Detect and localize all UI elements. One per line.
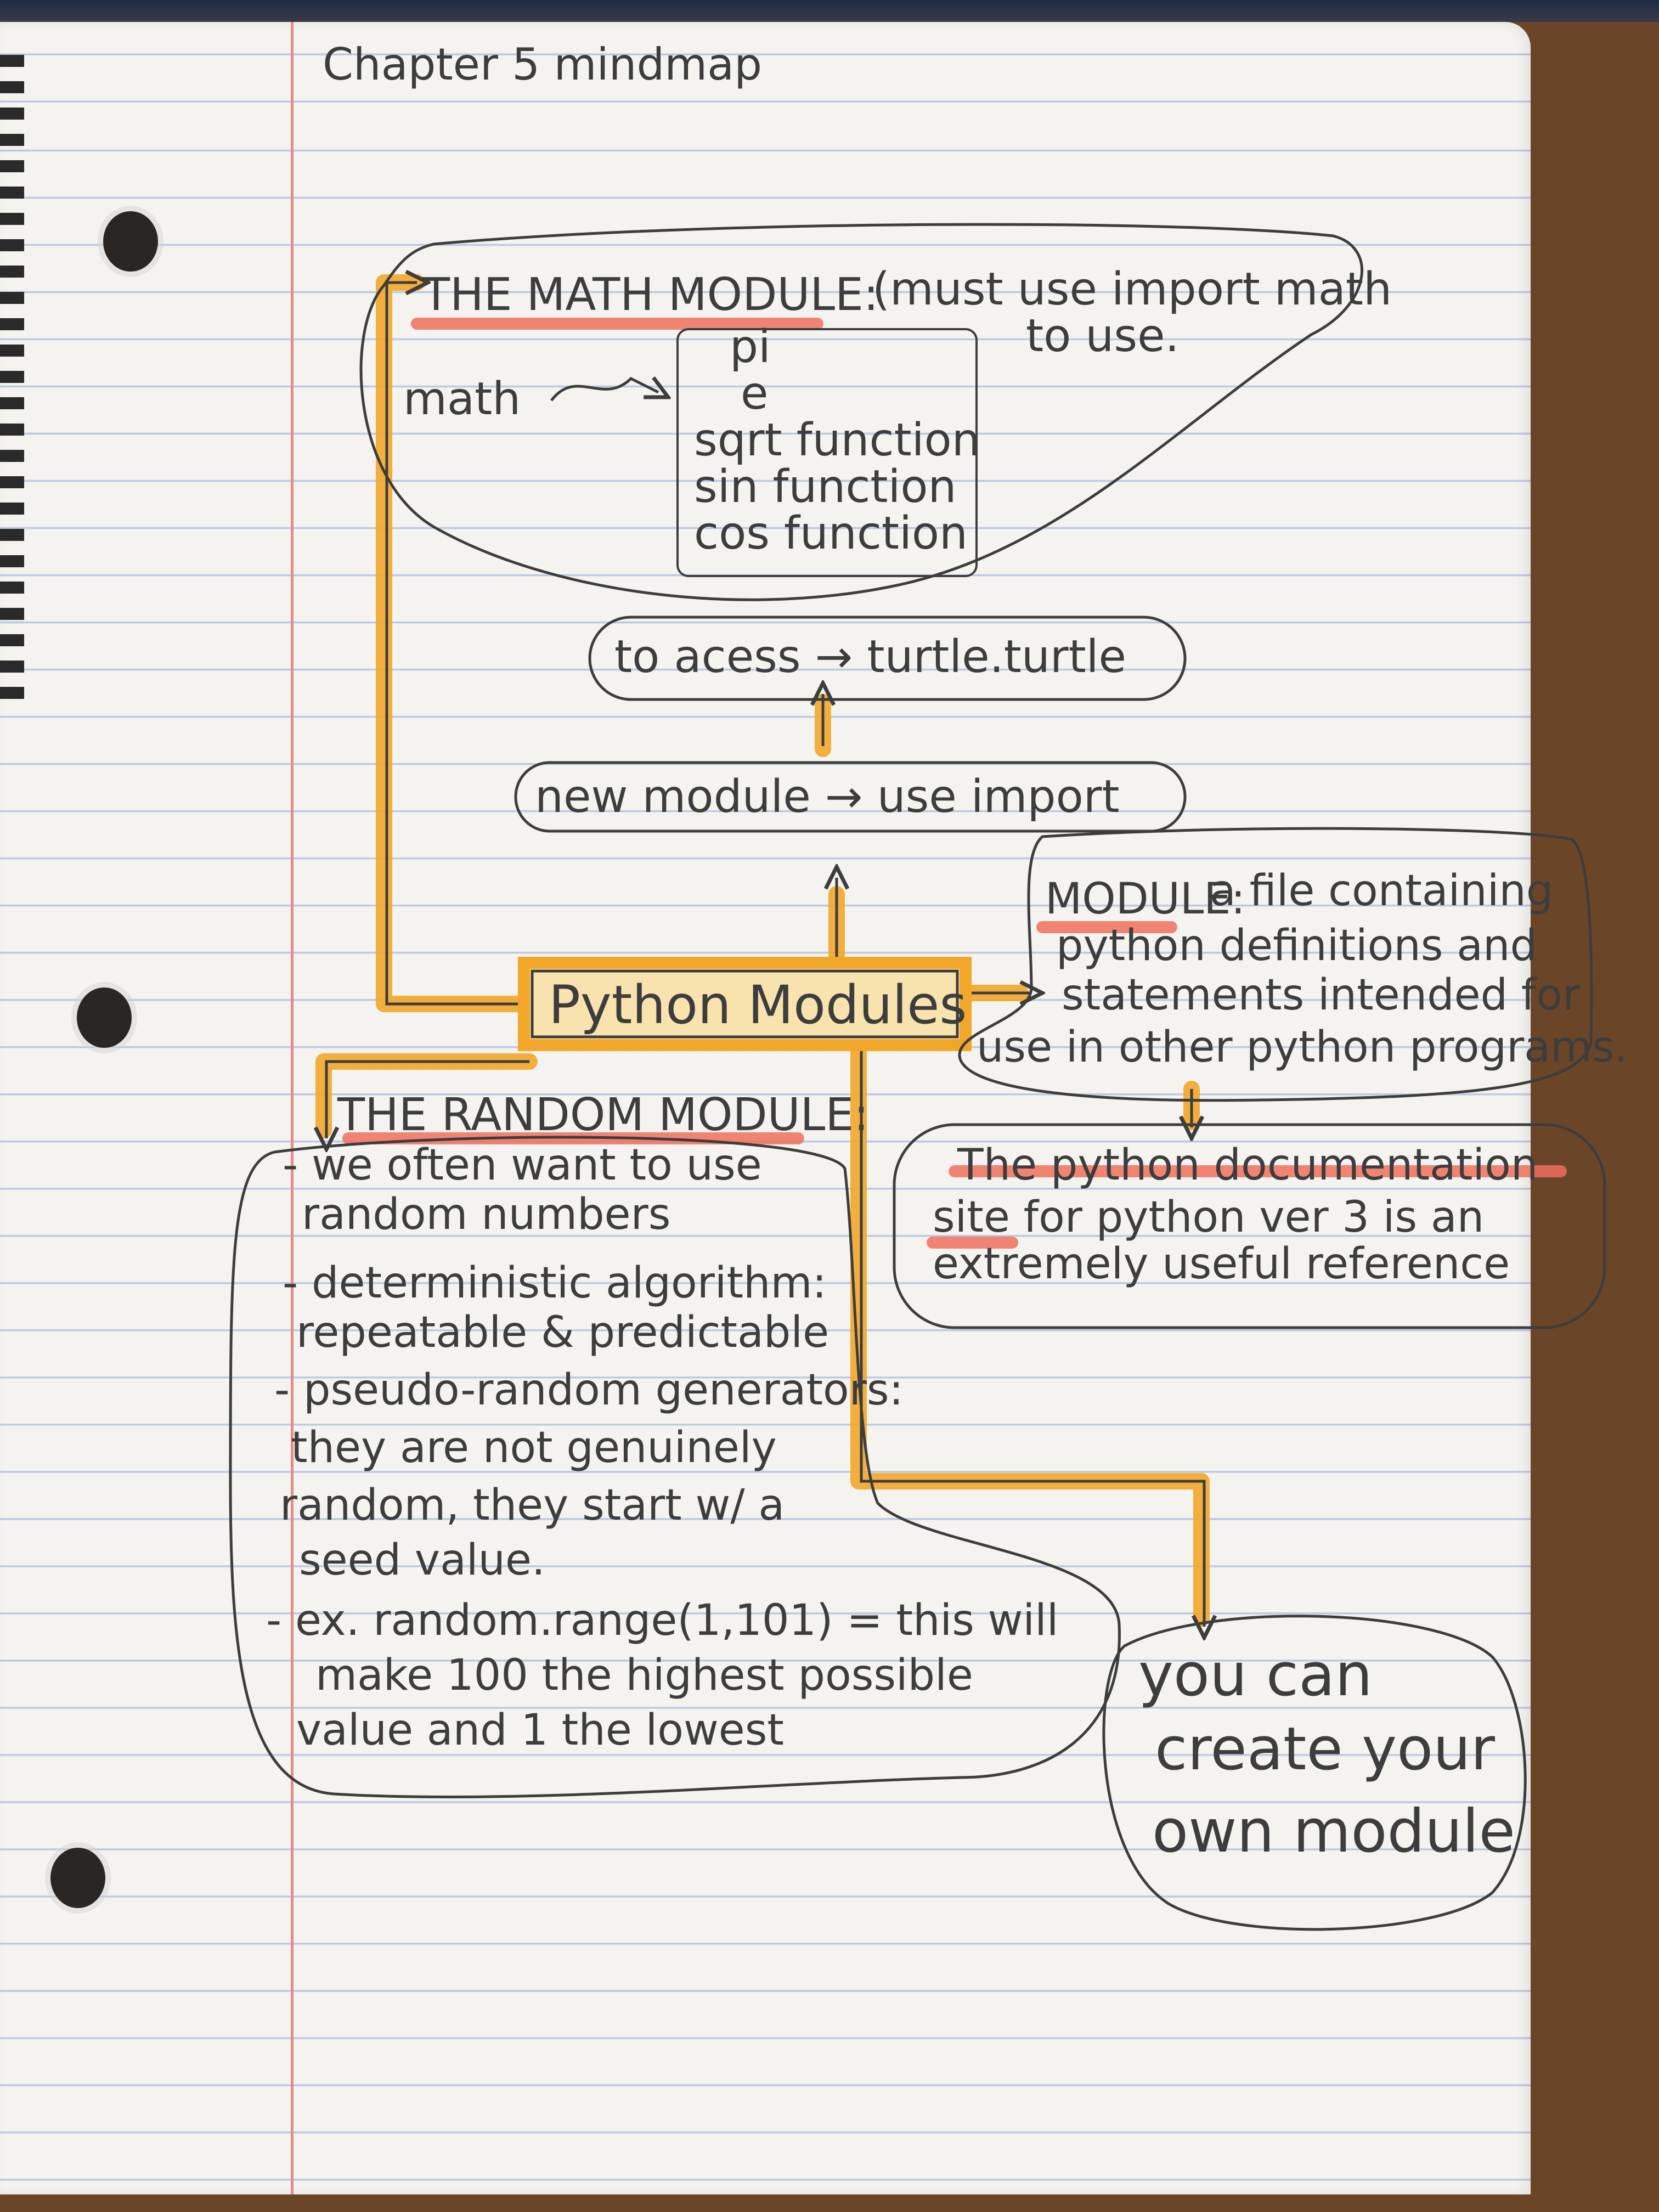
pencil-arrows	[326, 283, 1204, 1627]
random-line-2: random numbers	[302, 1190, 670, 1239]
own-module-line-2: create your	[1155, 1715, 1496, 1784]
math-item-pi: pi	[730, 321, 771, 373]
center-highlight	[518, 957, 972, 1051]
margin-line	[291, 22, 294, 2194]
random-module-bubble: THE RANDOM MODULE: - we often want to us…	[229, 1089, 1121, 1799]
random-module-outline	[229, 1136, 1121, 1799]
random-line-7: random, they start w/ a	[280, 1481, 785, 1530]
import-outline	[514, 761, 1187, 833]
random-line-5: - pseudo-random generators:	[274, 1365, 904, 1415]
desk-background	[0, 0, 1659, 22]
random-line-3: - deterministic algorithm:	[283, 1259, 827, 1308]
own-module-outline	[1102, 1615, 1527, 1931]
math-module-heading: THE MATH MODULE:	[422, 269, 879, 321]
center-node: Python Modules	[518, 957, 972, 1051]
random-line-9: - ex. random.range(1,101) = this will	[266, 1596, 1058, 1645]
random-line-6: they are not genuinely	[291, 1423, 777, 1472]
math-module-outline	[359, 223, 1363, 601]
definition-outline	[958, 827, 1593, 1102]
definition-bubble: MODULE: a file containing python definit…	[958, 827, 1628, 1102]
docs-line-1: The python documentation	[957, 1141, 1538, 1190]
spiral-binding	[0, 55, 24, 702]
math-source-label: math	[403, 373, 521, 425]
import-bubble: new module → use import	[514, 761, 1187, 833]
own-module-line-3: own module	[1152, 1797, 1515, 1866]
random-line-4: repeatable & predictable	[296, 1308, 829, 1357]
random-line-1: - we often want to use	[283, 1141, 762, 1190]
page-title: Chapter 5 mindmap	[323, 39, 762, 90]
math-item-sin: sin function	[694, 461, 957, 513]
math-item-e: e	[741, 368, 768, 420]
math-item-sqrt: sqrt function	[694, 414, 980, 466]
math-module-note-2: to use.	[1026, 310, 1180, 362]
definition-term: MODULE:	[1045, 874, 1245, 924]
math-item-cos: cos function	[694, 507, 968, 560]
math-module-note-1: (must use import math	[872, 263, 1392, 315]
import-text: new module → use import	[535, 771, 1120, 823]
punch-hole-bottom	[50, 1848, 105, 1908]
definition-line-2: python definitions and	[1056, 921, 1537, 970]
random-line-8: seed value.	[299, 1536, 545, 1585]
definition-line-4: use in other python programs.	[977, 1023, 1628, 1072]
turtle-text: to acess → turtle.turtle	[614, 631, 1126, 683]
connector-to-own-module	[850, 1037, 1210, 1627]
definition-line-3: statements intended for	[1062, 970, 1581, 1020]
own-module-bubble: you can create your own module	[1102, 1615, 1527, 1931]
docs-bubble: The python documentation site for python…	[893, 1123, 1606, 1329]
turtle-outline	[588, 616, 1187, 701]
center-outline	[531, 969, 959, 1039]
random-module-heading: THE RANDOM MODULE:	[337, 1089, 869, 1141]
random-line-10: make 100 the highest possible	[315, 1651, 973, 1700]
notebook-page	[0, 22, 1531, 2194]
squiggle-arrow-icon	[550, 379, 658, 402]
punch-hole-middle	[77, 988, 132, 1048]
docs-outline	[893, 1123, 1606, 1329]
definition-line-1: a file containing	[1210, 866, 1553, 916]
arrow-to-math-module	[385, 283, 518, 1006]
math-items-box	[676, 328, 978, 577]
own-module-line-1: you can	[1138, 1641, 1373, 1709]
docs-line-2: site for python ver 3 is an	[933, 1193, 1484, 1242]
center-label: Python Modules	[549, 974, 967, 1036]
docs-line-3: extremely useful reference	[933, 1239, 1510, 1289]
random-line-11: value and 1 the lowest	[296, 1706, 784, 1755]
arrow-to-own-module	[860, 1045, 1204, 1627]
punch-hole-top	[103, 211, 158, 272]
turtle-bubble: to acess → turtle.turtle	[588, 616, 1187, 701]
arrow-to-random-module	[326, 1060, 529, 1138]
math-module-bubble: THE MATH MODULE: (must use import math t…	[359, 223, 1392, 601]
